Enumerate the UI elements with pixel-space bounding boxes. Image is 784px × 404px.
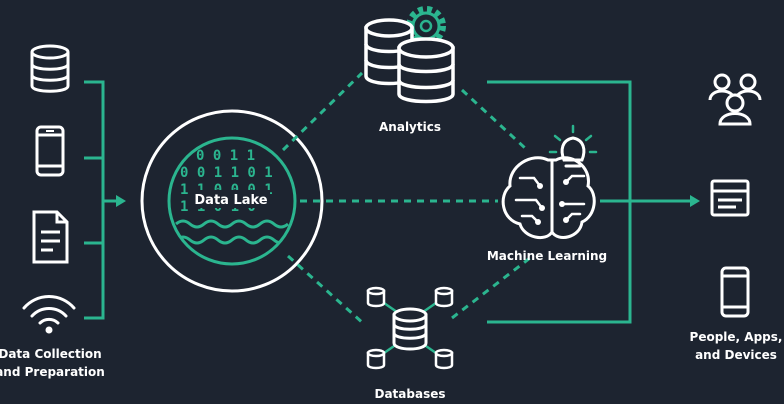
database-icon — [30, 44, 70, 93]
analytics-label: Analytics — [379, 120, 441, 134]
wifi-dot — [45, 326, 53, 334]
machine-learning-label: Machine Learning — [487, 249, 607, 263]
data-lake-inner-ring — [167, 136, 297, 266]
lightbulb-icon — [548, 124, 598, 168]
binary-row-2: 0 0 1 1 0 1 — [180, 165, 273, 181]
output-bracket — [487, 80, 690, 324]
sources-arrow-head — [116, 195, 126, 207]
circuit-brain-icon — [501, 156, 596, 240]
database-front-icon — [397, 37, 455, 104]
document-icon — [32, 210, 69, 264]
consumers-label-line1: People, Apps, — [690, 330, 783, 344]
people-icon — [708, 73, 762, 126]
data-lake-waves — [175, 219, 289, 245]
data-lake-label-backdrop — [192, 190, 270, 208]
browser-window-icon — [710, 179, 750, 217]
consumers-label-line2: and Devices — [695, 348, 777, 362]
database-network-icon — [366, 286, 454, 370]
sources-label-line1: Data Collection — [0, 347, 102, 361]
sources-label-line2: and Preparation — [0, 365, 105, 379]
wifi-icon — [22, 295, 76, 325]
sources-bracket — [84, 80, 116, 320]
consumer-mobile-phone-icon — [720, 266, 750, 318]
output-arrow-head — [690, 195, 700, 207]
mobile-phone-icon — [35, 125, 65, 177]
data-lake-outer-ring — [140, 109, 324, 293]
databases-label: Databases — [374, 387, 445, 401]
binary-row-1: 0 0 1 1 — [196, 148, 255, 164]
dashed-connectors — [281, 71, 531, 326]
data-lake-label: Data Lake — [194, 193, 267, 208]
